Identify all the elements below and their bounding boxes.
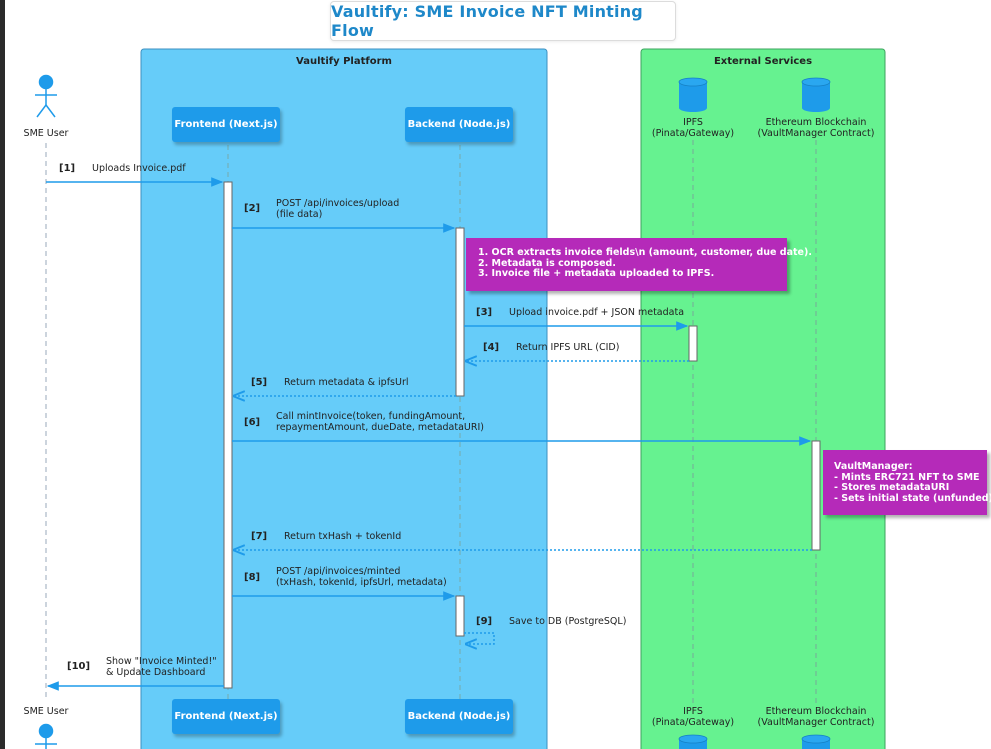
eth-database-bottom-icon — [801, 734, 831, 749]
activation-ipfs — [688, 325, 698, 362]
message-8-label: POST /api/invoices/minted (txHash, token… — [276, 566, 447, 588]
participant-eth-bottom: Ethereum Blockchain (VaultManager Contra… — [757, 706, 875, 728]
message-3-number: [3] — [476, 307, 493, 318]
message-4-number: [4] — [483, 342, 500, 353]
message-6-label: Call mintInvoice(token, fundingAmount, r… — [276, 411, 484, 433]
message-8-number: [8] — [244, 572, 261, 583]
participant-ipfs-top: IPFS (Pinata/Gateway) — [651, 117, 735, 139]
message-10-label: Show "Invoice Minted!" & Update Dashboar… — [106, 656, 217, 678]
group-external — [640, 48, 886, 749]
message-5-number: [5] — [251, 377, 268, 388]
participant-frontend-top: Frontend (Next.js) — [172, 107, 280, 142]
participant-user-bottom: SME User — [23, 706, 69, 717]
message-9-label: Save to DB (PostgreSQL) — [509, 616, 627, 627]
activation-eth — [811, 440, 821, 551]
backend-note: 1. OCR extracts invoice fields\n (amount… — [466, 238, 812, 291]
message-2-label: POST /api/invoices/upload (file data) — [276, 198, 400, 220]
message-3-label: Upload invoice.pdf + JSON metadata — [509, 307, 685, 318]
vault-note: VaultManager: - Mints ERC721 NFT to SME … — [823, 450, 991, 515]
message-1-label: Uploads Invoice.pdf — [92, 163, 186, 174]
message-9-number: [9] — [476, 616, 493, 627]
message-10-number: [10] — [67, 661, 91, 672]
activation-backend-2 — [455, 595, 465, 637]
window-edge — [0, 0, 5, 749]
participant-eth-top: Ethereum Blockchain (VaultManager Contra… — [757, 117, 875, 139]
message-7-label: Return txHash + tokenId — [284, 531, 402, 542]
message-4-label: Return IPFS URL (CID) — [516, 342, 620, 353]
participant-backend-top: Backend (Node.js) — [405, 107, 513, 142]
group-title-external: External Services — [713, 56, 813, 67]
ipfs-database-bottom-icon — [678, 734, 708, 749]
activation-backend-1 — [455, 227, 465, 397]
actor-user-top-icon — [35, 74, 57, 118]
message-7-number: [7] — [251, 531, 268, 542]
vault-note-text: VaultManager: - Mints ERC721 NFT to SME … — [834, 461, 991, 504]
message-6-number: [6] — [244, 417, 261, 428]
ipfs-database-top-icon — [678, 77, 708, 112]
participant-frontend-bottom: Frontend (Next.js) — [172, 699, 280, 734]
message-2-number: [2] — [244, 203, 261, 214]
diagram-title: Vaultify: SME Invoice NFT Minting Flow — [330, 1, 676, 41]
activation-frontend — [223, 181, 233, 689]
message-5-label: Return metadata & ipfsUrl — [284, 377, 409, 388]
eth-database-top-icon — [801, 77, 831, 112]
participant-ipfs-bottom: IPFS (Pinata/Gateway) — [651, 706, 735, 728]
message-1-number: [1] — [59, 163, 76, 174]
participant-backend-bottom: Backend (Node.js) — [405, 699, 513, 734]
group-title-platform: Vaultify Platform — [296, 56, 392, 67]
actor-user-bottom-icon — [35, 723, 57, 749]
participant-user-top: SME User — [23, 128, 69, 139]
